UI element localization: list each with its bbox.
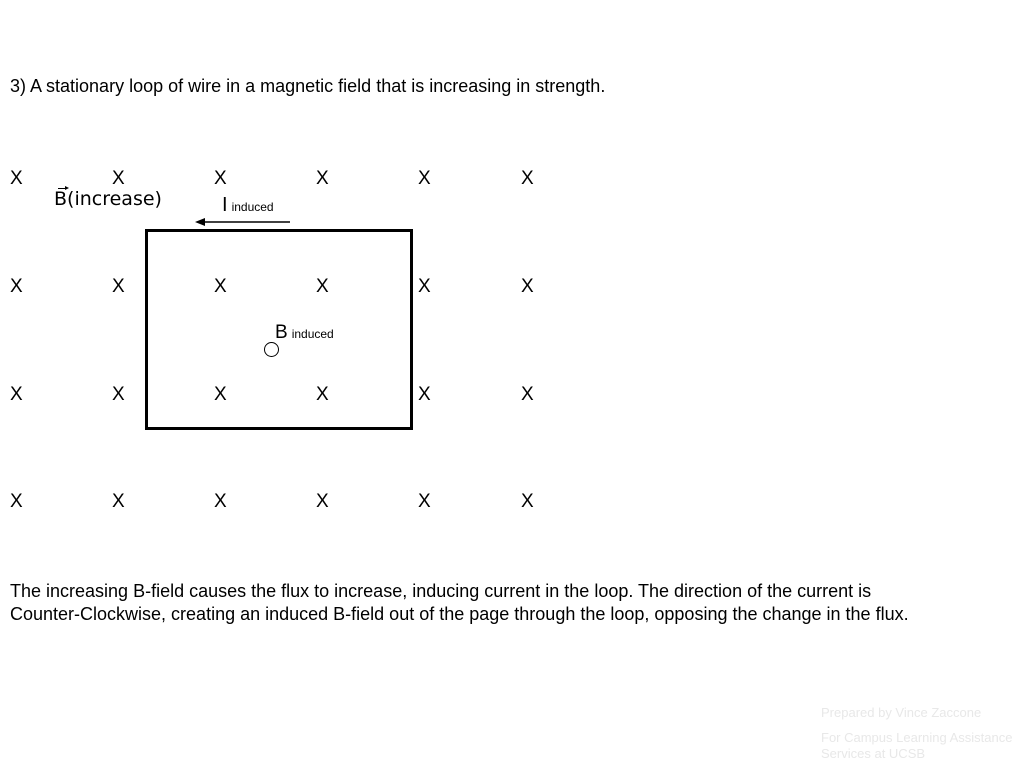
field-x-mark: X <box>10 384 23 405</box>
b-vector-symbol: B <box>54 186 70 210</box>
field-x-mark: X <box>10 168 23 189</box>
field-x-mark: X <box>418 384 431 405</box>
field-x-mark: X <box>112 168 125 189</box>
field-x-mark: X <box>418 276 431 297</box>
wire-loop <box>145 229 413 430</box>
b-increase-text: (increase) <box>67 188 162 210</box>
current-direction-arrow <box>195 218 290 226</box>
field-x-mark: X <box>418 168 431 189</box>
field-x-mark: X <box>112 276 125 297</box>
out-of-page-dot-icon <box>264 342 279 357</box>
field-x-mark: X <box>10 491 23 512</box>
field-x-mark: X <box>316 384 329 405</box>
explanation-text: The increasing B-field causes the flux t… <box>10 580 1020 626</box>
field-x-mark: X <box>316 276 329 297</box>
field-x-mark: X <box>521 491 534 512</box>
current-symbol: I <box>222 194 228 216</box>
field-x-mark: X <box>418 491 431 512</box>
field-x-mark: X <box>521 384 534 405</box>
field-x-mark: X <box>521 276 534 297</box>
field-x-mark: X <box>316 491 329 512</box>
credit-organization: For Campus Learning Assistance Services … <box>821 730 1013 761</box>
field-x-mark: X <box>214 491 227 512</box>
field-x-mark: X <box>10 276 23 297</box>
current-subscript: induced <box>231 200 274 214</box>
field-x-mark: X <box>214 168 227 189</box>
explanation-line-2: Counter-Clockwise, creating an induced B… <box>10 604 909 624</box>
field-x-mark: X <box>112 384 125 405</box>
field-x-mark: X <box>112 491 125 512</box>
field-x-mark: X <box>521 168 534 189</box>
explanation-line-1: The increasing B-field causes the flux t… <box>10 581 872 601</box>
induced-field-subscript: induced <box>291 327 334 341</box>
field-x-mark: X <box>214 384 227 405</box>
credit-prepared: Prepared by Vince Zaccone <box>821 705 982 720</box>
induced-field-symbol: B <box>275 322 288 343</box>
field-x-mark: X <box>214 276 227 297</box>
b-field-label: B(increase) <box>54 186 162 210</box>
field-x-mark: X <box>316 168 329 189</box>
problem-title: 3) A stationary loop of wire in a magnet… <box>10 76 606 96</box>
